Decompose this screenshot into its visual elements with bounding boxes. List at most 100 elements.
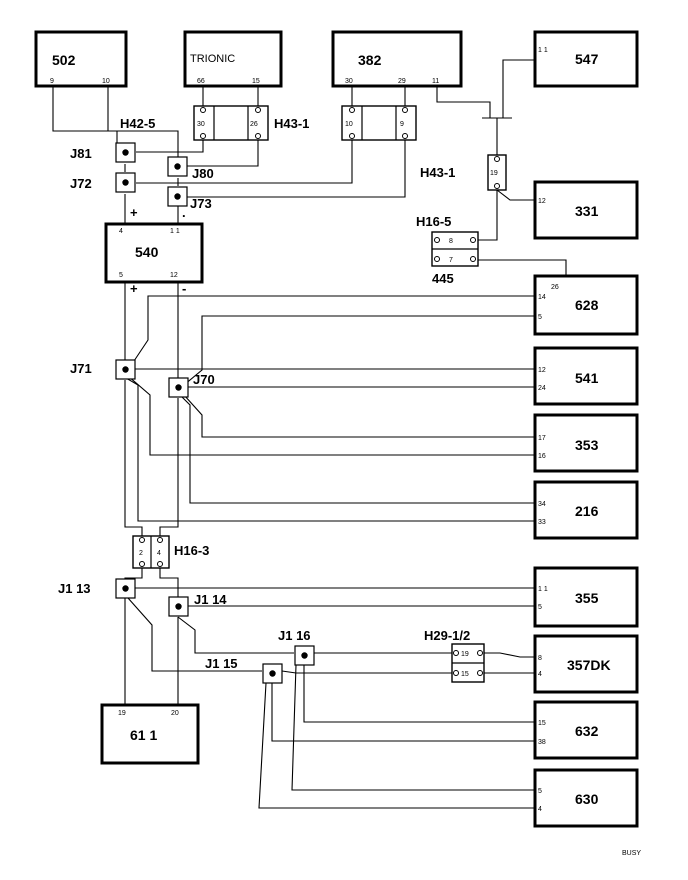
label-j1-15: J1 15 (205, 656, 238, 671)
label-547: 547 (575, 51, 599, 67)
pin-628-14: 14 (538, 294, 546, 301)
pin-611-20: 20 (171, 710, 179, 717)
pin-h29-15: 15 (461, 671, 469, 678)
label-502: 502 (52, 52, 76, 68)
connector-h16-3: 2 4 (132, 535, 170, 569)
label-382: 382 (358, 52, 382, 68)
component-547: 547 1 1 (533, 30, 639, 88)
label-j1-13: J1 13 (58, 581, 91, 596)
wire-j113-j115 (127, 597, 262, 672)
component-628: 628 26 14 5 (533, 274, 639, 336)
label-j1-14: J1 14 (194, 592, 227, 607)
pin-216-34: 34 (538, 501, 546, 508)
label-355: 355 (575, 590, 599, 606)
component-353: 353 17 16 (533, 413, 639, 473)
label-j71: J71 (70, 361, 92, 376)
label-357dk: 357DK (567, 657, 611, 673)
junction-j71 (115, 359, 136, 380)
junction-j73 (167, 186, 188, 207)
wire-j115-630 (258, 682, 535, 809)
junction-j1-16 (294, 645, 315, 666)
connector-h43-1-pin19: 19 (487, 154, 507, 191)
label-j1-16: J1 16 (278, 628, 311, 643)
component-355: 355 1 1 5 (533, 566, 639, 628)
component-trionic: TRIONIC 66 15 (183, 30, 283, 88)
pin-trionic-66: 66 (197, 78, 205, 85)
connector-h29-1-2: 19 15 (451, 643, 485, 683)
pin-h165-7: 7 (449, 257, 453, 264)
label-h16-5: H16-5 (416, 214, 451, 229)
wire-h163-j114 (159, 568, 179, 598)
pin-216-33: 33 (538, 519, 546, 526)
wire-j80-h43 (186, 140, 259, 167)
pin-trionic-15: 15 (252, 78, 260, 85)
label-j70: J70 (193, 372, 215, 387)
pin-355-11: 1 1 (538, 586, 548, 593)
pin-540-11: 1 1 (170, 228, 180, 235)
pin-547-11: 1 1 (538, 47, 548, 54)
pin-h43b-10: 10 (345, 121, 353, 128)
label-j81: J81 (70, 146, 92, 161)
label-j72: J72 (70, 176, 92, 191)
component-382: 382 30 29 11 (331, 30, 463, 88)
junction-j1-14 (168, 596, 189, 617)
component-502: 502 9 10 (34, 30, 128, 88)
label-630: 630 (575, 791, 599, 807)
component-632: 632 15 38 (533, 700, 639, 760)
pin-632-15: 15 (538, 720, 546, 727)
wires (52, 59, 567, 809)
pin-502-9: 9 (50, 78, 54, 85)
label-611: 61 1 (130, 727, 157, 743)
polarity-dot-top: . (182, 205, 186, 220)
wire-j71-h163 (124, 380, 143, 536)
pin-611-19: 19 (118, 710, 126, 717)
label-331: 331 (575, 203, 599, 219)
label-j73: J73 (190, 196, 212, 211)
junction-j1-13 (115, 578, 136, 599)
wire-19-h16-5 (478, 190, 498, 241)
label-353: 353 (575, 437, 599, 453)
pin-h43b-19: 19 (490, 170, 498, 177)
connector-h43-1-left: 30 26 (193, 105, 269, 141)
wire-j115-632 (271, 683, 535, 742)
pin-382-11: 11 (432, 78, 439, 85)
wire-h165-628 (478, 259, 567, 276)
wire-19-331 (496, 189, 535, 201)
connector-h43-1-right: 10 9 (341, 105, 417, 141)
pin-540-5: 5 (119, 272, 123, 279)
pin-541-24: 24 (538, 385, 546, 392)
pin-541-12: 12 (538, 367, 546, 374)
pin-331-12: 12 (538, 198, 546, 205)
pin-h43b-9: 9 (400, 121, 404, 128)
wire-j116-632 (303, 665, 535, 723)
wire-h29-357-8 (484, 652, 535, 658)
wire-216-33 (125, 377, 535, 522)
footer-code: BUSY (622, 850, 641, 857)
pin-502-10: 10 (102, 78, 110, 85)
wire-628-5 (183, 315, 535, 386)
label-trionic: TRIONIC (190, 53, 235, 65)
label-628: 628 (575, 297, 599, 313)
polarity-plus-top: + (130, 205, 138, 220)
pin-h43a-30: 30 (197, 121, 205, 128)
pin-355-5: 5 (538, 604, 542, 611)
polarity-plus-bottom: + (130, 281, 138, 296)
label-j80: J80 (192, 166, 214, 181)
label-632: 632 (575, 723, 599, 739)
wire-j115-h29 (281, 670, 452, 674)
component-540: 540 4 1 1 5 12 (104, 222, 204, 284)
wire-j114-j116 (177, 616, 294, 654)
pin-h43a-26: 26 (250, 121, 258, 128)
junction-j81 (115, 142, 136, 163)
junction-j80 (167, 156, 188, 177)
label-445: 445 (432, 271, 454, 286)
pin-632-38: 38 (538, 739, 546, 746)
pin-382-29: 29 (398, 78, 406, 85)
pin-630-5: 5 (538, 788, 542, 795)
wire-628-14 (127, 295, 535, 371)
wire-j81-h43 (136, 140, 204, 153)
pin-h163-2: 2 (139, 550, 143, 557)
component-331: 331 12 (533, 180, 639, 240)
junction-j72 (115, 172, 136, 193)
